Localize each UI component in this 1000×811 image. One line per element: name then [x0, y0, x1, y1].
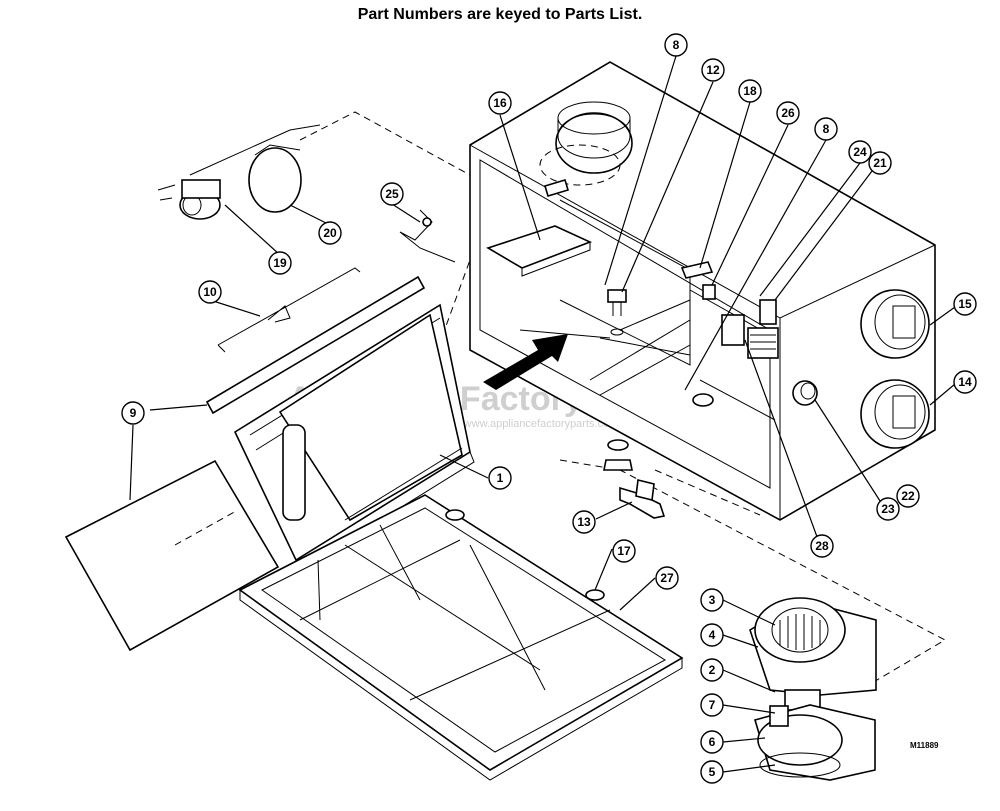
tee-fitting: [619, 479, 666, 519]
duct-collar-14: [860, 379, 930, 449]
callout-label: 23: [881, 502, 895, 516]
gasket-strip: [205, 275, 426, 415]
blower-assembly: [749, 597, 877, 781]
callout-label: 5: [709, 765, 716, 779]
callout-21: 21: [868, 151, 892, 175]
callout-27: 27: [655, 566, 679, 590]
callout-19: 19: [268, 251, 292, 275]
drawing-code: M11889: [910, 741, 939, 750]
heat-exchanger-core: [233, 303, 475, 571]
damper-plate: [486, 225, 593, 277]
watermark-url: © http://www.appliancefactoryparts.com: [425, 418, 618, 430]
callout-label: 8: [673, 38, 680, 52]
callout-8: 8: [664, 33, 688, 57]
callout-label: 2: [709, 663, 716, 677]
callout-label: 4: [709, 628, 716, 642]
top-duct-collar: [539, 101, 633, 186]
callout-5: 5: [700, 760, 724, 784]
assembly-direction-arrow: [483, 334, 568, 390]
callout-label: 21: [873, 156, 887, 170]
callout-24: 24: [848, 140, 872, 164]
callout-14: 14: [953, 370, 977, 394]
callout-17: 17: [612, 539, 636, 563]
callout-2: 2: [700, 658, 724, 682]
callout-23: 23: [876, 497, 900, 521]
filter-panel: [64, 459, 280, 652]
callout-9: 9: [121, 401, 145, 425]
callout-label: 20: [323, 226, 337, 240]
control-knob: [792, 380, 818, 406]
callout-label: 12: [706, 63, 720, 77]
callout-7: 7: [700, 693, 724, 717]
callout-1: 1: [488, 466, 512, 490]
callout-label: 28: [815, 539, 829, 553]
callout-4: 4: [700, 623, 724, 647]
callout-label: 24: [853, 145, 867, 159]
callout-label: 8: [823, 122, 830, 136]
callout-13: 13: [572, 510, 596, 534]
callout-label: 1: [497, 471, 504, 485]
page-title: Part Numbers are keyed to Parts List.: [357, 6, 643, 23]
spring-clip: [217, 267, 361, 353]
callout-label: 9: [130, 406, 137, 420]
callout-label: 13: [577, 515, 591, 529]
callout-label: 19: [273, 256, 287, 270]
bolt-and-washers: [603, 289, 714, 471]
control-board: [702, 284, 779, 359]
assembly-guide-lines: [299, 111, 947, 691]
callout-label: 25: [385, 187, 399, 201]
callout-25: 25: [380, 182, 404, 206]
callout-10: 10: [198, 280, 222, 304]
callout-6: 6: [700, 730, 724, 754]
callout-16: 16: [488, 91, 512, 115]
callout-22: 22: [896, 484, 920, 508]
callout-label: 17: [617, 544, 631, 558]
callout-8: 8: [814, 117, 838, 141]
callout-label: 16: [493, 96, 507, 110]
callout-label: 14: [958, 375, 972, 389]
callout-label: 10: [203, 285, 217, 299]
callout-12: 12: [701, 58, 725, 82]
callout-28: 28: [810, 534, 834, 558]
bracket-18: [680, 261, 714, 279]
callout-label: 22: [901, 489, 915, 503]
damper-motor-assembly: [157, 124, 321, 220]
callout-label: 27: [660, 571, 674, 585]
callout-label: 3: [709, 593, 716, 607]
callout-label: 6: [709, 735, 716, 749]
callout-label: 15: [958, 297, 972, 311]
callout-20: 20: [318, 221, 342, 245]
callout-label: 26: [781, 106, 795, 120]
wire-harness: [399, 209, 456, 263]
duct-collar-15: [860, 289, 930, 359]
callout-3: 3: [700, 588, 724, 612]
callout-26: 26: [776, 101, 800, 125]
callout-label: 7: [709, 698, 716, 712]
callout-label: 18: [743, 84, 757, 98]
bracket-top: [544, 179, 569, 197]
callout-15: 15: [953, 292, 977, 316]
callout-18: 18: [738, 79, 762, 103]
leader-lines: [129, 55, 956, 773]
base-frame: [238, 494, 684, 781]
